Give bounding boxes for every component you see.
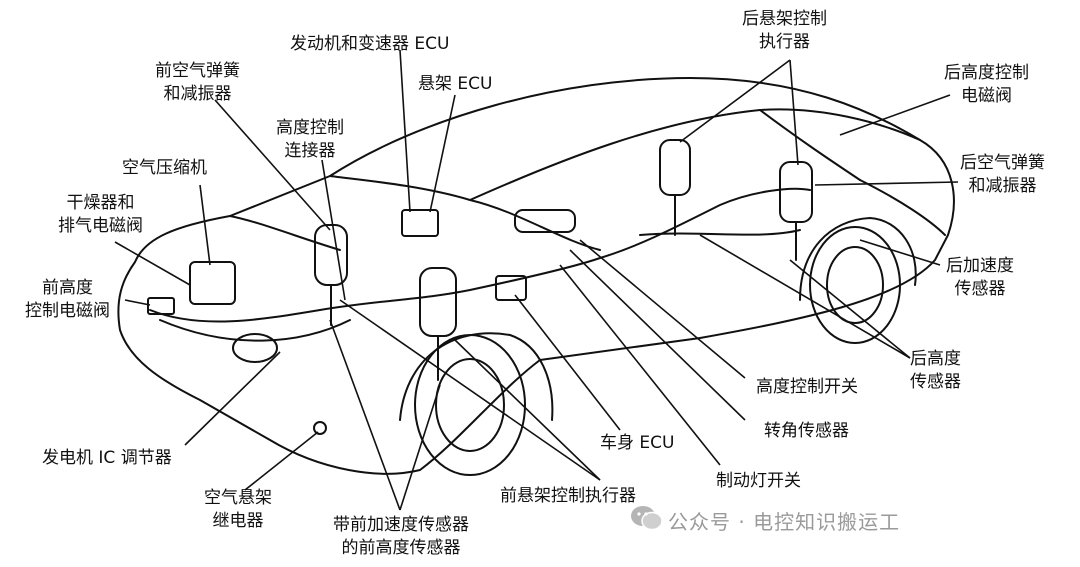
label-rear-accel-line2: 传感器 [954,279,1006,299]
label-rear-valve-line2: 电磁阀 [961,86,1012,106]
front-valve-box [147,297,175,315]
label-dryer-line1: 干燥器和 [66,193,135,213]
label-rear-height-sensor-line2: 传感器 [910,372,961,392]
label-front-spring: 前空气弹簧 和减振器 [155,60,240,106]
label-relay: 空气悬架 继电器 [204,487,272,533]
label-body-ecu: 车身 ECU [600,433,675,453]
roof-line [469,108,921,201]
front-wheel [414,334,526,476]
windshield-line [329,175,601,251]
label-dryer: 干燥器和 排气电磁阀 [58,192,143,238]
front-left-strut [314,224,348,286]
rear-window-line [759,109,861,181]
rear-right-strut [779,161,813,223]
label-relay-line2: 继电器 [212,511,264,531]
label-compressor: 空气压缩机 [122,158,207,178]
label-front-spring-line1: 前空气弹簧 [155,61,240,81]
label-rear-spring: 后空气弹簧 和减振器 [960,152,1045,198]
rear-wheel-rim [826,246,884,324]
label-rear-actuator-line2: 执行器 [759,32,810,52]
front-wheel-arch [399,332,554,421]
air-line-main [149,187,811,323]
label-rear-actuator-line1: 后悬架控制 [742,9,827,29]
label-dryer-line2: 排气电磁阀 [58,216,143,236]
label-front-height-sensor-line2: 的前高度传感器 [341,538,461,558]
label-rear-accel-line1: 后加速度 [946,256,1014,276]
label-front-valve-line1: 前高度 [42,278,93,298]
label-relay-line1: 空气悬架 [204,488,272,508]
relay-dot [313,421,327,435]
label-brake-switch: 制动灯开关 [716,471,801,491]
label-rear-spring-line2: 和减振器 [968,176,1037,196]
rear-wheel [809,226,901,344]
label-height-switch: 高度控制开关 [756,377,858,397]
susp-ecu-box [401,209,439,237]
label-rear-valve-line1: 后高度控制 [944,63,1029,83]
label-engine-ecu: 发动机和变速器 ECU [290,34,450,54]
label-susp-ecu: 悬架 ECU [418,74,493,94]
label-steering-sensor: 转角传感器 [764,421,849,441]
label-front-valve: 前高度 控制电磁阀 [25,277,110,323]
hood-line [229,215,341,251]
front-wheel-rim [435,358,505,452]
label-front-actuator: 前悬架控制执行器 [500,486,636,506]
rear-wheel-arch [799,217,917,301]
label-front-valve-line2: 控制电磁阀 [25,301,110,321]
trunk-line [859,179,946,236]
front-right-strut [419,267,457,337]
label-rear-valve: 后高度控制 电磁阀 [944,62,1029,108]
air-line-front [159,319,351,342]
dash-panel [514,209,576,233]
label-front-height-sensor-line1: 带前加速度传感器 [333,515,469,535]
label-rear-spring-line1: 后空气弹簧 [960,153,1045,173]
body-ecu-box [495,275,527,301]
label-rear-height-sensor-line1: 后高度 [910,349,961,369]
alternator-body [232,333,278,363]
label-rear-height-sensor: 后高度 传感器 [910,348,961,394]
label-height-connector-line2: 连接器 [284,141,336,161]
label-height-connector: 高度控制 连接器 [276,117,344,163]
label-front-height-sensor: 带前加速度传感器 的前高度传感器 [333,514,469,560]
label-rear-actuator: 后悬架控制 执行器 [742,8,827,54]
label-front-spring-line2: 和减振器 [163,84,232,104]
watermark-text: 公众号 · 电控知识搬运工 [668,510,901,534]
label-alternator: 发电机 IC 调节器 [42,448,172,468]
compressor-unit [189,261,236,305]
wechat-icon [631,506,663,531]
label-height-connector-line1: 高度控制 [276,118,344,138]
label-rear-accel: 后加速度 传感器 [946,255,1014,301]
air-line-rear [639,229,801,236]
rear-left-strut [659,139,691,196]
